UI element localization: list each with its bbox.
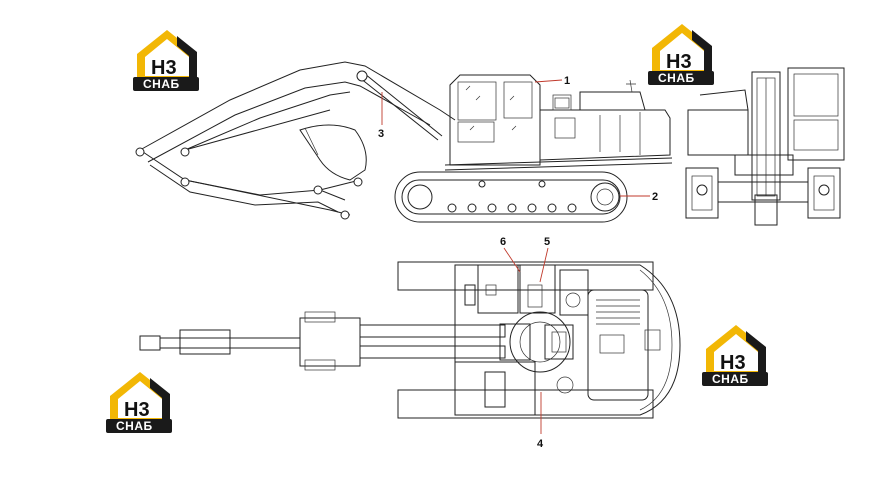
callout-2: 2	[652, 191, 658, 203]
logo-label: СНАБ	[143, 77, 180, 91]
logo-bottom-left: H3 СНАБ	[106, 372, 172, 433]
logo-top-right: H3 СНАБ	[648, 24, 714, 85]
logo-top-left: H3 СНАБ	[133, 30, 199, 91]
logo-middle-right: H3 СНАБ	[702, 325, 768, 386]
side-view	[135, 61, 673, 223]
logo-mark: H3	[666, 51, 692, 73]
callout-3: 3	[378, 128, 384, 140]
logo-label: СНАБ	[116, 419, 153, 433]
logo-mark: H3	[151, 57, 177, 79]
top-view	[139, 261, 681, 419]
logo-mark: H3	[720, 352, 746, 374]
logo-mark: H3	[124, 399, 150, 421]
callout-4: 4	[537, 438, 544, 450]
engine-grille	[596, 299, 640, 325]
callout-5: 5	[544, 236, 550, 248]
track-rollers	[447, 180, 577, 213]
callout-6: 6	[500, 236, 506, 248]
logo-label: СНАБ	[712, 372, 749, 386]
logo-label: СНАБ	[658, 71, 695, 85]
callouts: 1 2 3 4 5 6	[378, 75, 658, 450]
callout-1: 1	[564, 75, 570, 87]
rear-view	[685, 67, 845, 226]
